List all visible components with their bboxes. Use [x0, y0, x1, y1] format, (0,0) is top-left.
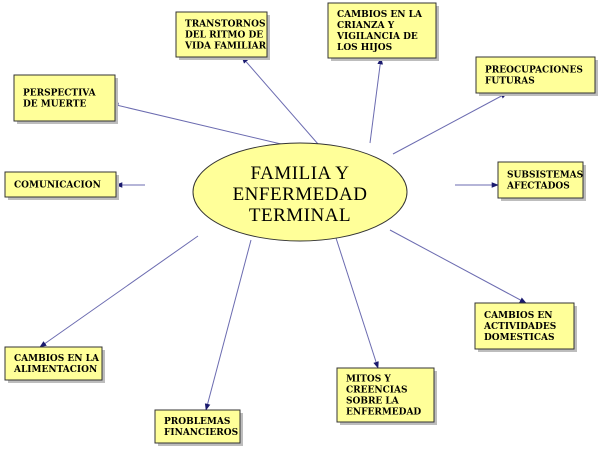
node-label-line: FUTURAS [485, 77, 535, 87]
edge-alimentacion [39, 235, 199, 348]
edge-financieros [204, 239, 252, 411]
center-line-2: ENFERMEDAD [233, 184, 368, 205]
node-label-line: CREENCIAS [346, 386, 407, 396]
node-box [4, 171, 117, 198]
node-box [475, 56, 596, 94]
edges-layer [39, 56, 527, 411]
edge-domesticas [389, 229, 527, 304]
node-label-line: DE MUERTE [23, 100, 86, 110]
node-label-line: CRIANZA Y [337, 21, 395, 31]
edge-crianza [369, 57, 383, 144]
node-label-line: PROBLEMAS [164, 417, 230, 427]
node-label-line: ACTIVIDADES [483, 322, 556, 332]
node-box [474, 302, 575, 350]
center-node: FAMILIA Y ENFERMEDAD TERMINAL [192, 142, 408, 242]
node-label-line: COMUNICACION [14, 181, 101, 191]
node-label-line: AFECTADOS [506, 182, 570, 192]
node-label-line: TRANSTORNOS [185, 20, 265, 30]
node-box [154, 409, 241, 444]
node-box [4, 346, 103, 381]
node-label-line: CAMBIOS EN LA [14, 354, 100, 364]
node-label-line: VIGILANCIA DE [336, 32, 418, 42]
node-box [175, 11, 268, 58]
edge-perspectiva [111, 102, 282, 145]
node-label-line: LOS HIJOS [337, 43, 392, 53]
center-line-3: TERMINAL [249, 205, 351, 226]
node-label-line: SOBRE LA [346, 397, 400, 407]
node-box [336, 367, 435, 423]
node-label-line: CAMBIOS EN LA [337, 10, 423, 20]
node-label-line: FINANCIEROS [164, 428, 238, 438]
node-label-line: CAMBIOS EN [484, 311, 552, 321]
center-line-1: FAMILIA Y [251, 163, 350, 184]
edge-mitos [335, 237, 379, 369]
node-comunicacion: COMUNICACION [4, 171, 119, 200]
node-label-line: VIDA FAMILIAR [184, 42, 267, 52]
node-label-line: SUBSISTEMAS [507, 171, 583, 181]
node-box [13, 74, 116, 122]
node-label-line: DEL RITMO DE [185, 31, 263, 41]
edge-trastornos [241, 56, 319, 145]
center-ellipse [192, 142, 408, 242]
node-box [327, 2, 437, 59]
node-label-line: DOMESTICAS [484, 333, 555, 343]
node-label-line: ENFERMEDAD [346, 408, 421, 418]
node-label-line: ALIMENTACION [13, 365, 97, 375]
node-label-line: MITOS Y [346, 375, 391, 385]
node-box [497, 161, 584, 199]
edge-preocupaciones [392, 92, 508, 155]
node-label-line: PERSPECTIVA [23, 89, 97, 99]
node-label-line: PREOCUPACIONES [485, 66, 583, 76]
